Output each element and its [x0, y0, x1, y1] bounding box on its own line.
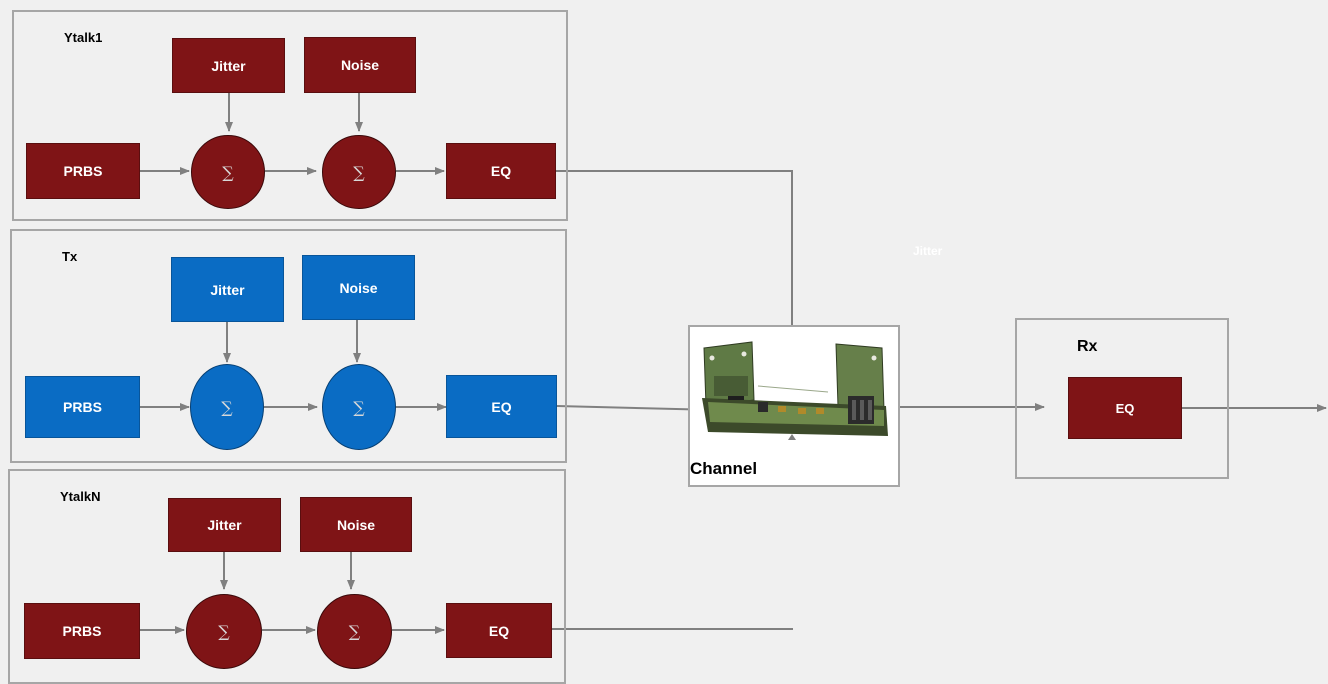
ytalkn-eq-block[interactable]: EQ: [446, 603, 552, 658]
rx-title: Rx: [1077, 338, 1098, 355]
hidden-jitter-label: Jitter: [913, 244, 943, 258]
rx-group: [1015, 318, 1229, 479]
tx-eq-block[interactable]: EQ: [446, 375, 557, 438]
ytalk1-title: Ytalk1: [64, 30, 103, 45]
tx-title: Tx: [62, 249, 78, 264]
ytalkn-sum1-node[interactable]: ∑: [186, 594, 262, 669]
ytalkn-noise-block[interactable]: Noise: [300, 497, 412, 552]
ytalk1-jitter-block[interactable]: Jitter: [172, 38, 285, 93]
ytalk1-group: [12, 10, 568, 221]
ytalk1-eq-block[interactable]: EQ: [446, 143, 556, 199]
rx-eq-block[interactable]: EQ: [1068, 377, 1182, 439]
backplane-hardware-icon: [698, 336, 890, 444]
ytalkn-prbs-block[interactable]: PRBS: [24, 603, 140, 659]
tx-sum2-node[interactable]: ∑: [322, 364, 396, 450]
ytalk1-prbs-block[interactable]: PRBS: [26, 143, 140, 199]
channel-label: Channel: [690, 459, 758, 478]
ytalk1-sum2-node[interactable]: ∑: [322, 135, 396, 209]
tx-group: [10, 229, 567, 463]
ytalkn-title: YtalkN: [60, 489, 101, 504]
tx-prbs-block[interactable]: PRBS: [25, 376, 140, 438]
tx-sum1-node[interactable]: ∑: [190, 364, 264, 450]
ytalkn-sum2-node[interactable]: ∑: [317, 594, 392, 669]
ytalk1-noise-block[interactable]: Noise: [304, 37, 416, 93]
ytalkn-jitter-block[interactable]: Jitter: [168, 498, 281, 552]
tx-noise-block[interactable]: Noise: [302, 255, 415, 320]
tx-jitter-block[interactable]: Jitter: [171, 257, 284, 322]
ytalk1-sum1-node[interactable]: ∑: [191, 135, 265, 209]
